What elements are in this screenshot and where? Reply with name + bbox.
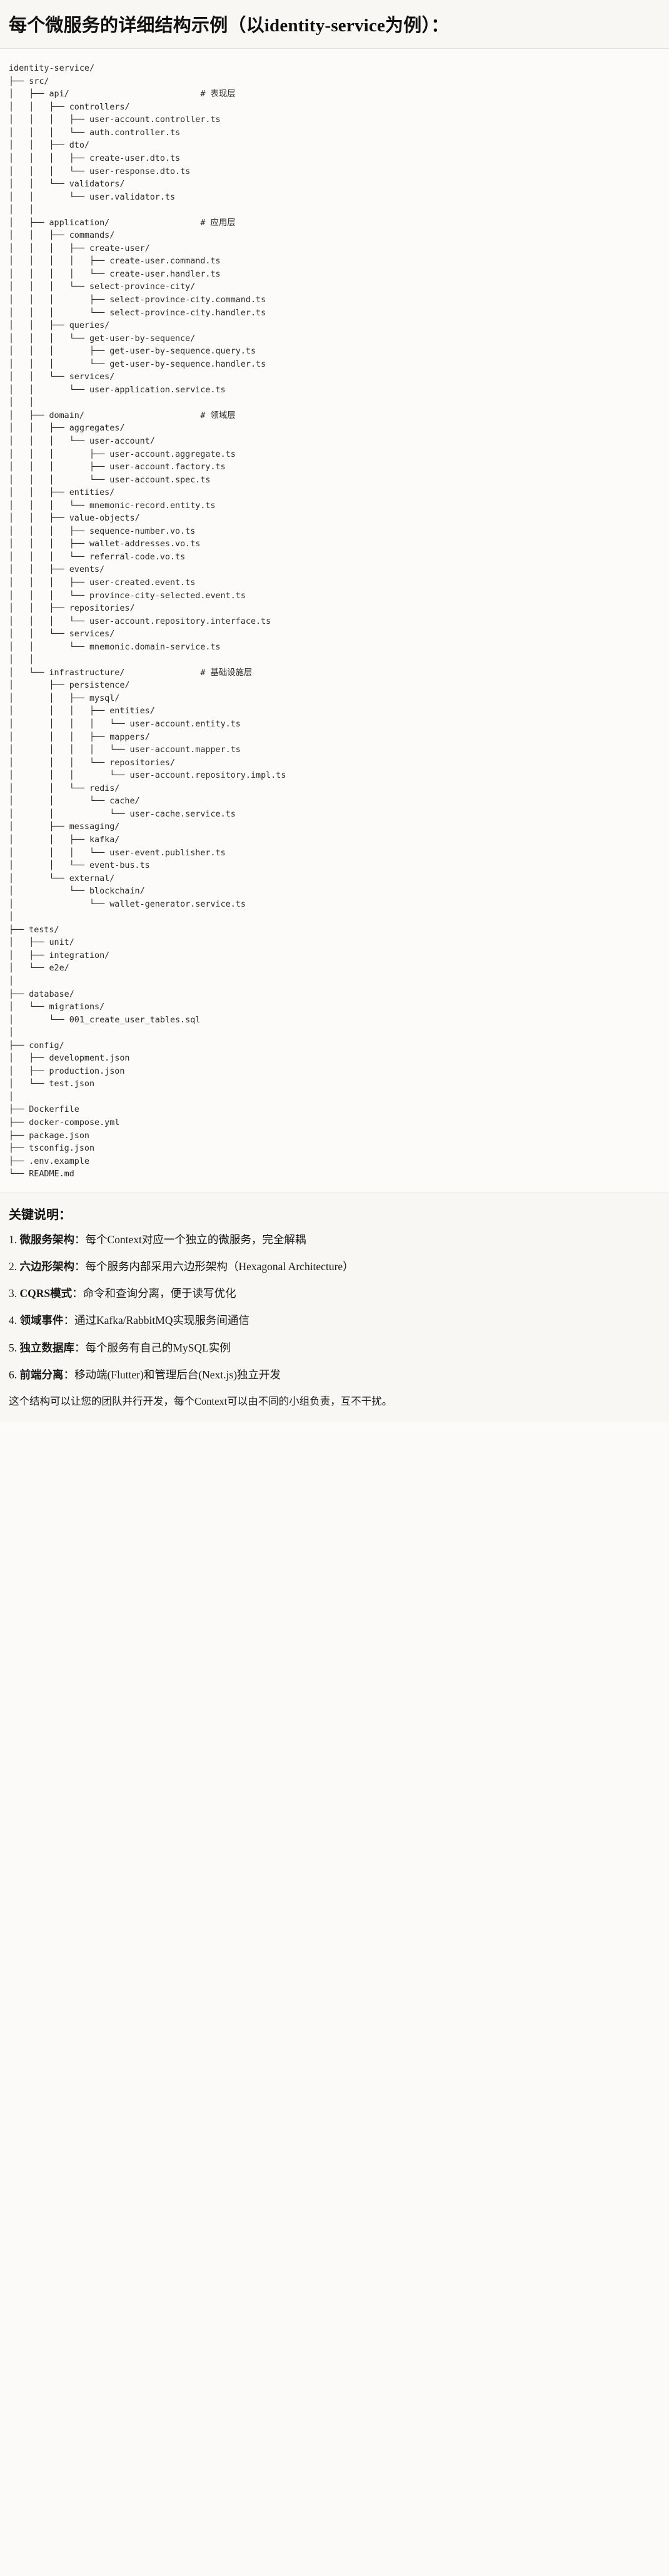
note-desc: ：移动端(Flutter)和管理后台(Next.js)独立开发 [63,1368,281,1381]
directory-tree-block: identity-service/ ├── src/ │ ├── api/ # … [0,49,669,1193]
closing-paragraph: 这个结构可以让您的团队并行开发，每个Context可以由不同的小组负责，互不干扰… [9,1395,393,1408]
note-desc: ：每个服务内部采用六边形架构（Hexagonal Architecture） [74,1260,354,1273]
list-item: CQRS模式：命令和查询分离，便于读写优化 [9,1285,659,1301]
directory-tree: identity-service/ ├── src/ │ ├── api/ # … [9,64,286,1179]
note-term: 前端分离 [19,1368,64,1381]
key-notes-list: 微服务架构：每个Context对应一个独立的微服务，完全解耦 六边形架构：每个服… [9,1231,659,1383]
key-notes-section: 关键说明： 微服务架构：每个Context对应一个独立的微服务，完全解耦 六边形… [0,1193,669,1422]
note-desc: ：命令和查询分离，便于读写优化 [72,1287,236,1300]
list-item: 前端分离：移动端(Flutter)和管理后台(Next.js)独立开发 [9,1367,659,1383]
list-item: 独立数据库：每个服务有自己的MySQL实例 [9,1340,659,1356]
note-desc: ：每个服务有自己的MySQL实例 [74,1341,231,1354]
key-notes-title: 关键说明： [9,1208,71,1222]
list-item: 领域事件：通过Kafka/RabbitMQ实现服务间通信 [9,1312,659,1328]
note-term: 独立数据库 [19,1341,75,1354]
note-term: 微服务架构 [19,1233,75,1246]
title-divider [0,48,669,49]
list-item: 六边形架构：每个服务内部采用六边形架构（Hexagonal Architectu… [9,1258,659,1275]
note-term: CQRS模式 [19,1287,73,1300]
note-desc: ：通过Kafka/RabbitMQ实现服务间通信 [63,1314,249,1327]
document-page: 每个微服务的详细结构示例（以identity-service为例）： ident… [0,0,669,1422]
note-term: 领域事件 [19,1314,64,1327]
note-term: 六边形架构 [19,1260,75,1273]
page-title: 每个微服务的详细结构示例（以identity-service为例）： [0,0,669,49]
list-item: 微服务架构：每个Context对应一个独立的微服务，完全解耦 [9,1231,659,1248]
note-desc: ：每个Context对应一个独立的微服务，完全解耦 [74,1233,306,1246]
